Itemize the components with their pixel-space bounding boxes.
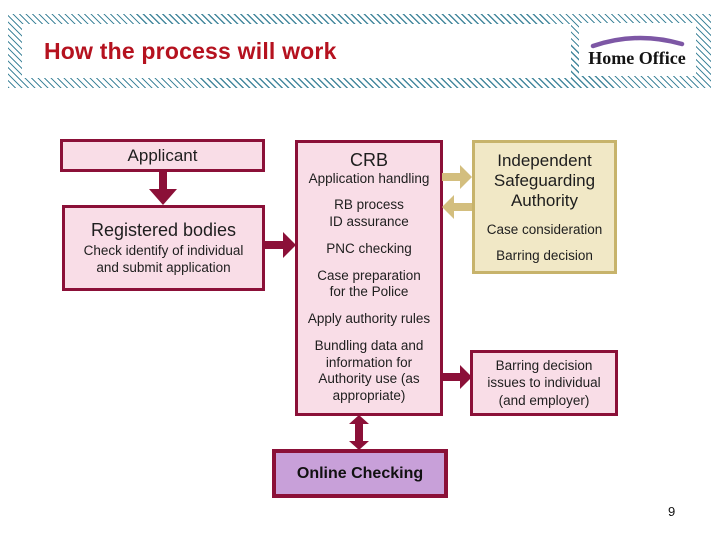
barring-decision-box: Barring decision issues to individual (a… bbox=[470, 350, 618, 416]
registered-bodies-subtitle: Check identify of individual and submit … bbox=[83, 242, 244, 275]
registered-bodies-title: Registered bodies bbox=[90, 219, 237, 240]
logo-text: Home Office bbox=[588, 48, 685, 68]
crb-item-pnc-checking: PNC checking bbox=[326, 240, 412, 256]
online-checking-box: Online Checking bbox=[272, 449, 448, 498]
isa-title: Independent Safeguarding Authority bbox=[493, 150, 596, 211]
arrow-applicant-to-registered-bodies-icon bbox=[149, 172, 177, 205]
crb-item-case-preparation: Case preparation for the Police bbox=[317, 267, 421, 300]
registered-bodies-box: Registered bodies Check identify of indi… bbox=[62, 205, 265, 291]
online-checking-label: Online Checking bbox=[296, 464, 424, 482]
logo-arc-icon bbox=[590, 35, 685, 49]
barring-decision-label: Barring decision issues to individual (a… bbox=[487, 358, 601, 408]
isa-item-barring-decision: Barring decision bbox=[496, 248, 593, 264]
arrow-isa-to-crb-icon bbox=[442, 195, 472, 219]
home-office-logo-icon: Home Office bbox=[588, 35, 686, 68]
applicant-label: Applicant bbox=[127, 145, 198, 165]
arrow-registered-bodies-to-crb-icon bbox=[264, 232, 296, 258]
crb-item-bundling-data: Bundling data and information for Author… bbox=[314, 337, 424, 404]
crb-box: CRB Application handling RB process ID a… bbox=[295, 140, 443, 416]
page-title: How the process will work bbox=[44, 37, 337, 64]
crb-item-apply-authority-rules: Apply authority rules bbox=[307, 311, 431, 327]
isa-box: Independent Safeguarding Authority Case … bbox=[472, 140, 617, 274]
home-office-logo: Home Office bbox=[579, 23, 696, 76]
arrow-crb-to-barring-decision-icon bbox=[442, 365, 472, 389]
crb-item-application-handling: Application handling bbox=[308, 170, 430, 186]
crb-item-rb-process-id-assurance: RB process ID assurance bbox=[329, 197, 409, 230]
applicant-box: Applicant bbox=[60, 139, 265, 172]
crb-title: CRB bbox=[349, 150, 388, 170]
arrow-crb-online-checking-double-icon bbox=[349, 415, 369, 450]
title-box: How the process will work bbox=[22, 24, 571, 78]
isa-item-case-consideration: Case consideration bbox=[486, 222, 603, 238]
arrow-crb-to-isa-icon bbox=[442, 165, 472, 189]
page-number: 9 bbox=[668, 504, 676, 519]
